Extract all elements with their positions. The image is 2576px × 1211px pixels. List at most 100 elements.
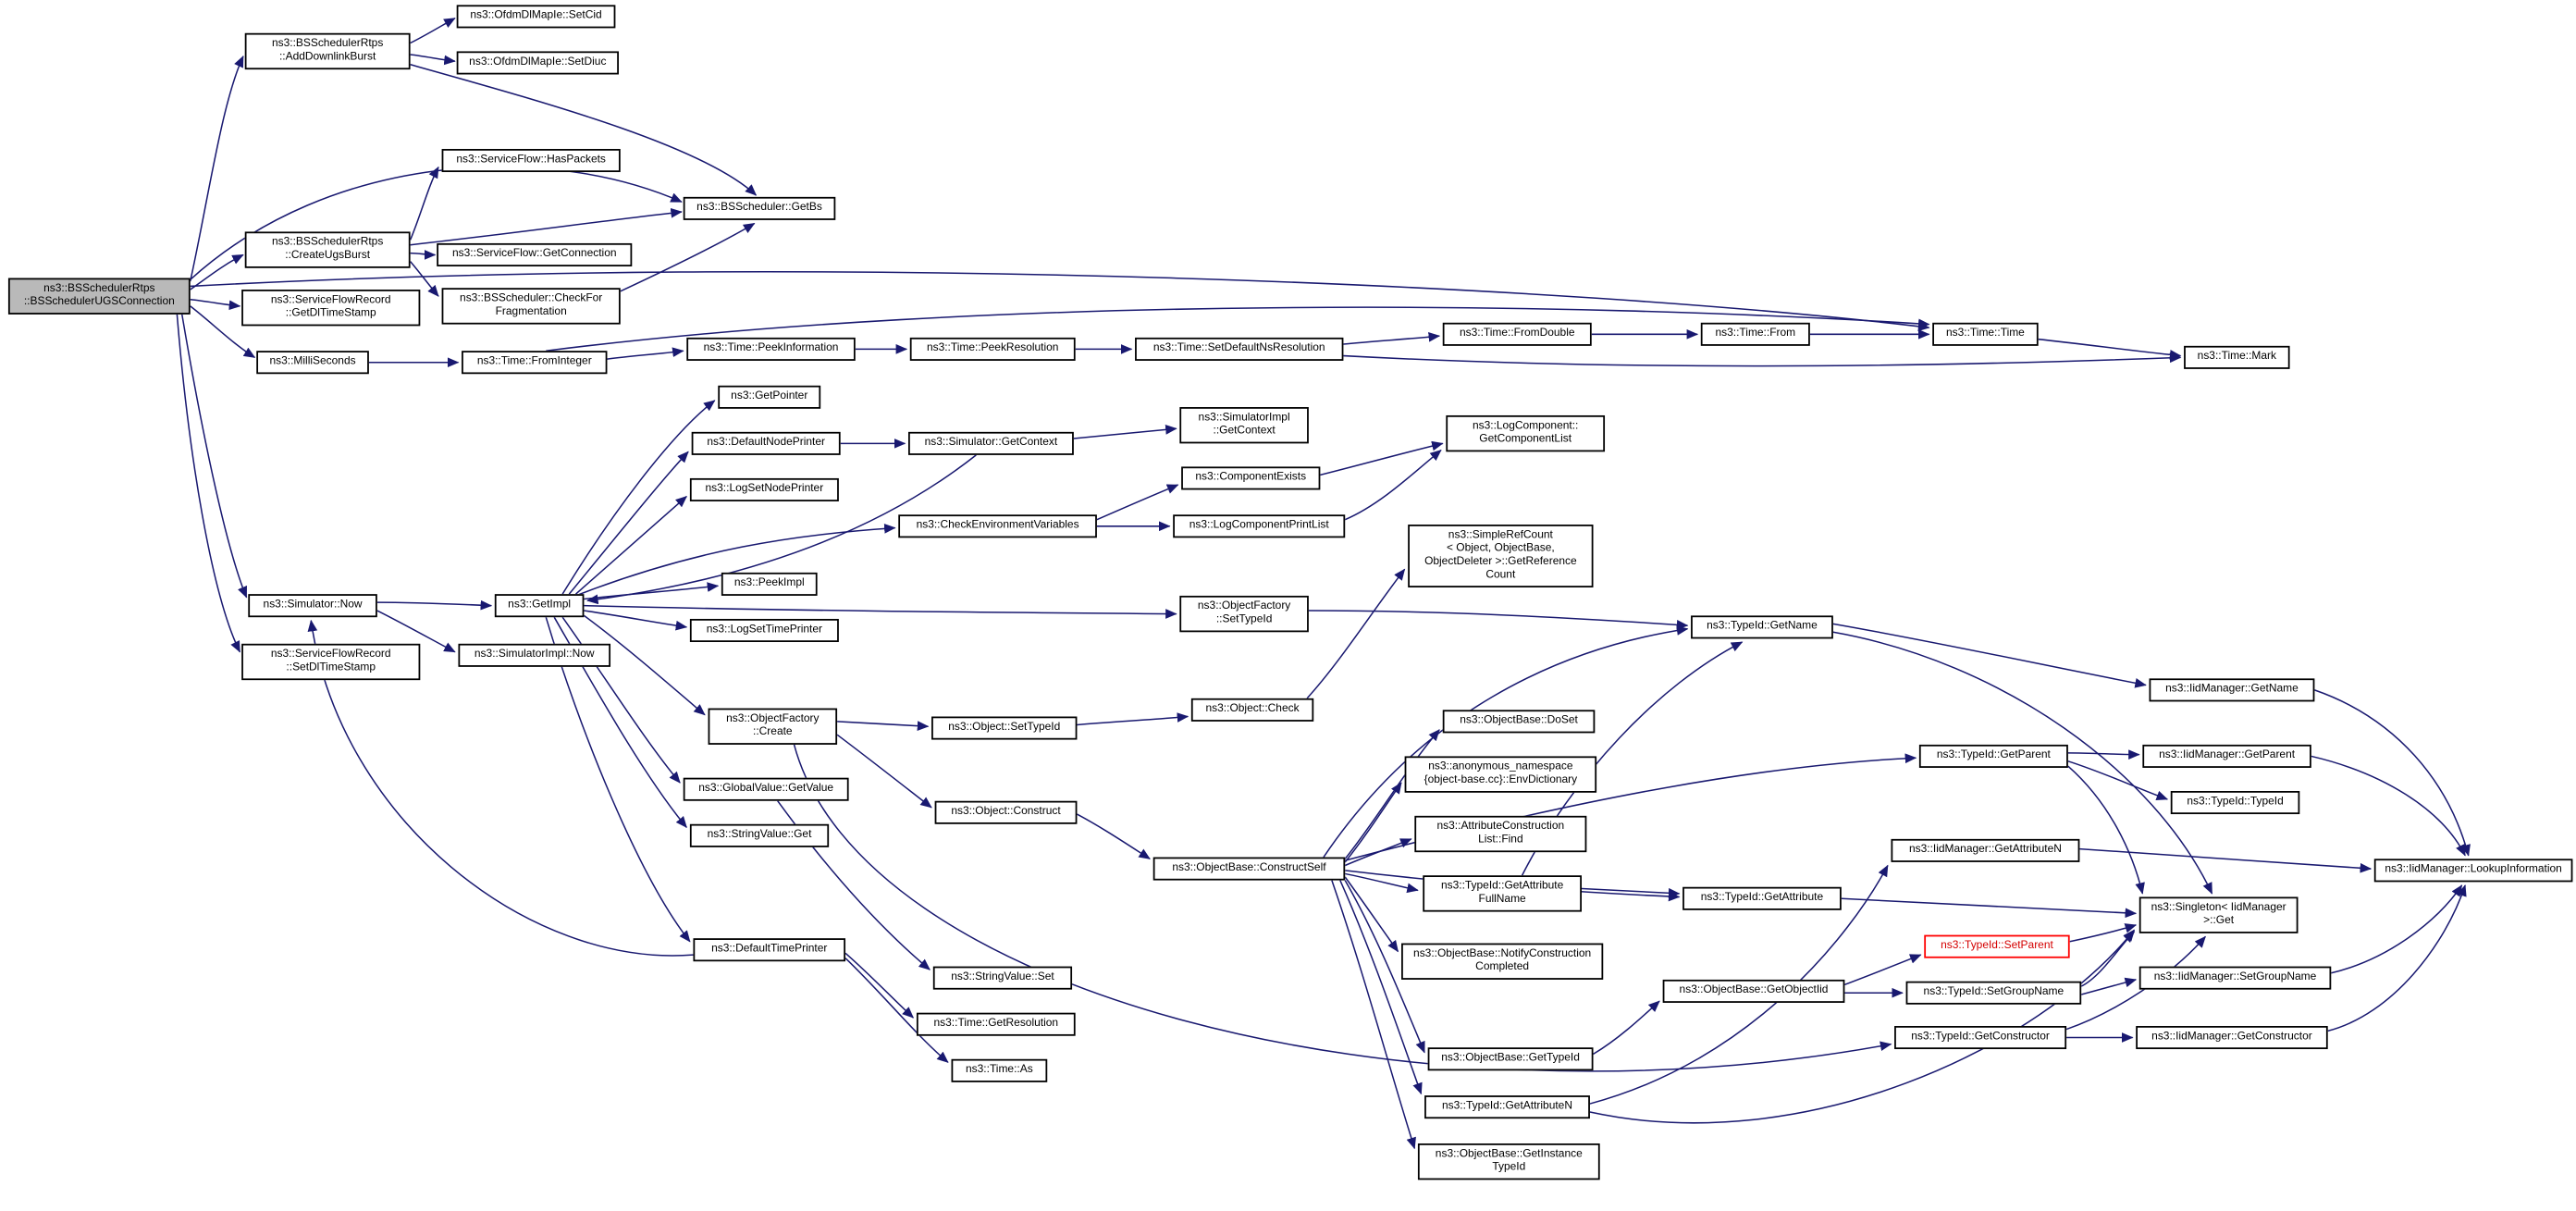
edge: [844, 958, 949, 1063]
node-check-for-fragmentation[interactable]: ns3::BSScheduler::CheckFor Fragmentation: [441, 288, 621, 325]
node-set-parent[interactable]: ns3::TypeId::SetParent: [1924, 934, 2070, 958]
node-global-value-get-value[interactable]: ns3::GlobalValue::GetValue: [683, 777, 849, 801]
node-attribute-construction-list-find[interactable]: ns3::AttributeConstruction List::Find: [1414, 815, 1587, 853]
edge: [586, 454, 977, 605]
node-get-reference-count[interactable]: ns3::SimpleRefCount < Object, ObjectBase…: [1408, 525, 1594, 587]
edge: [620, 222, 756, 292]
node-time-time[interactable]: ns3::Time::Time: [1932, 322, 2039, 346]
edge: [410, 18, 456, 44]
node-type-id-get-parent[interactable]: ns3::TypeId::GetParent: [1918, 744, 2068, 768]
node-add-downlink-burst[interactable]: ns3::BSSchedulerRtps ::AddDownlinkBurst: [244, 32, 411, 70]
node-component-exists[interactable]: ns3::ComponentExists: [1181, 466, 1321, 490]
node-peek-impl[interactable]: ns3::PeekImpl: [721, 572, 818, 596]
node-lookup-information[interactable]: ns3::IidManager::LookupInformation: [2373, 859, 2573, 883]
node-default-time-printer[interactable]: ns3::DefaultTimePrinter: [693, 938, 846, 962]
edge: [574, 496, 687, 595]
node-set-default-ns-resolution[interactable]: ns3::Time::SetDefaultNsResolution: [1135, 337, 1344, 361]
node-object-base-get-type-id[interactable]: ns3::ObjectBase::GetTypeId: [1427, 1047, 1594, 1071]
node-from-integer[interactable]: ns3::Time::FromInteger: [462, 351, 608, 375]
node-type-id-get-constructor[interactable]: ns3::TypeId::GetConstructor: [1894, 1025, 2067, 1050]
edge: [1344, 876, 1399, 953]
node-simulator-get-context[interactable]: ns3::Simulator::GetContext: [907, 431, 1074, 455]
edge: [410, 54, 456, 66]
node-iid-get-constructor[interactable]: ns3::IidManager::GetConstructor: [2136, 1025, 2328, 1050]
edge: [2311, 755, 2466, 857]
node-type-id-get-name[interactable]: ns3::TypeId::GetName: [1691, 615, 1833, 639]
edge: [584, 582, 720, 600]
node-peek-resolution[interactable]: ns3::Time::PeekResolution: [909, 337, 1076, 361]
node-get-connection[interactable]: ns3::ServiceFlow::GetConnection: [437, 242, 633, 266]
edge: [2067, 760, 2169, 800]
node-string-value-set[interactable]: ns3::StringValue::Set: [932, 966, 1073, 990]
node-singleton-get[interactable]: ns3::Singleton< IidManager >::Get: [2138, 896, 2299, 933]
edge: [837, 721, 930, 731]
node-get-instance-type-id[interactable]: ns3::ObjectBase::GetInstance TypeId: [1417, 1143, 1600, 1180]
node-type-id-type-id[interactable]: ns3::TypeId::TypeId: [2170, 790, 2300, 815]
edge: [1844, 954, 1922, 985]
node-object-factory-create[interactable]: ns3::ObjectFactory ::Create: [708, 708, 838, 745]
edge: [793, 744, 1892, 1072]
node-construct-self[interactable]: ns3::ObjectBase::ConstructSelf: [1152, 857, 1346, 881]
edge: [189, 56, 244, 282]
node-object-factory-set-type-id[interactable]: ns3::ObjectFactory ::SetTypeId: [1179, 595, 1309, 633]
edge: [190, 298, 241, 311]
node-peek-information[interactable]: ns3::Time::PeekInformation: [686, 337, 856, 361]
node-object-check[interactable]: ns3::Object::Check: [1190, 698, 1314, 722]
node-iid-set-group-name[interactable]: ns3::IidManager::SetGroupName: [2138, 966, 2332, 990]
node-from-double[interactable]: ns3::Time::FromDouble: [1442, 322, 1592, 346]
node-get-object-iid[interactable]: ns3::ObjectBase::GetObjectIid: [1662, 979, 1845, 1003]
node-time-mark[interactable]: ns3::Time::Mark: [2184, 345, 2290, 369]
node-has-packets[interactable]: ns3::ServiceFlow::HasPackets: [441, 148, 621, 173]
edge: [410, 250, 437, 260]
edge: [2327, 884, 2467, 1032]
node-env-dictionary[interactable]: ns3::anonymous_namespace {object-base.cc…: [1404, 756, 1597, 793]
node-create-ugs-burst[interactable]: ns3::BSSchedulerRtps ::CreateUgsBurst: [244, 231, 411, 268]
edge: [409, 166, 439, 241]
edge: [584, 604, 1177, 619]
node-iid-get-attribute-n[interactable]: ns3::IidManager::GetAttributeN: [1891, 838, 2080, 862]
node-type-id-get-attribute[interactable]: ns3::TypeId::GetAttribute: [1682, 886, 1842, 910]
node-milli-seconds[interactable]: ns3::MilliSeconds: [256, 351, 369, 375]
node-log-set-node-printer[interactable]: ns3::LogSetNodePrinter: [689, 477, 839, 501]
edge: [176, 314, 241, 653]
edge: [1343, 352, 2182, 367]
node-type-id-get-attribute-n[interactable]: ns3::TypeId::GetAttributeN: [1424, 1095, 1590, 1119]
node-simulator-impl-now[interactable]: ns3::SimulatorImpl::Now: [458, 643, 611, 667]
edge: [2065, 935, 2206, 1031]
node-simulator-impl-get-context[interactable]: ns3::SimulatorImpl ::GetContext: [1179, 407, 1309, 444]
node-iid-get-parent[interactable]: ns3::IidManager::GetParent: [2142, 744, 2311, 768]
edge: [307, 619, 694, 957]
node-get-component-list[interactable]: ns3::LogComponent:: GetComponentList: [1446, 414, 1606, 452]
node-set-cid[interactable]: ns3::OfdmDlMapIe::SetCid: [456, 5, 616, 29]
node-set-group-name[interactable]: ns3::TypeId::SetGroupName: [1905, 981, 2082, 1005]
node-default-node-printer[interactable]: ns3::DefaultNodePrinter: [691, 431, 841, 455]
node-get-dl-time-stamp[interactable]: ns3::ServiceFlowRecord ::GetDlTimeStamp: [241, 290, 421, 327]
node-check-environment-variables[interactable]: ns3::CheckEnvironmentVariables: [898, 514, 1097, 538]
node-time-get-resolution[interactable]: ns3::Time::GetResolution: [916, 1012, 1076, 1036]
node-get-impl[interactable]: ns3::GetImpl: [494, 594, 585, 618]
node-set-diuc[interactable]: ns3::OfdmDlMapIe::SetDiuc: [456, 51, 619, 75]
node-simulator-now[interactable]: ns3::Simulator::Now: [248, 594, 377, 618]
edge: [1077, 712, 1189, 726]
edge: [1841, 897, 2138, 919]
edge: [410, 207, 683, 246]
node-string-value-get[interactable]: ns3::StringValue::Get: [689, 823, 830, 847]
node-set-dl-time-stamp[interactable]: ns3::ServiceFlowRecord ::SetDlTimeStamp: [241, 643, 421, 681]
node-bsscheduler-ugs-connection[interactable]: ns3::BSSchedulerRtps ::BSSchedulerUGSCon…: [7, 278, 191, 315]
node-get-pointer[interactable]: ns3::GetPointer: [718, 385, 821, 409]
edge: [1593, 1000, 1660, 1056]
node-object-set-type-id[interactable]: ns3::Object::SetTypeId: [931, 716, 1078, 740]
edge: [181, 314, 248, 599]
node-get-bs[interactable]: ns3::BSScheduler::GetBs: [683, 196, 836, 220]
node-get-attribute-full-name[interactable]: ns3::TypeId::GetAttribute FullName: [1423, 875, 1582, 912]
node-time-as[interactable]: ns3::Time::As: [951, 1058, 1048, 1082]
node-log-set-time-printer[interactable]: ns3::LogSetTimePrinter: [689, 618, 839, 643]
node-log-component-print-list[interactable]: ns3::LogComponentPrintList: [1173, 514, 1346, 538]
node-do-set[interactable]: ns3::ObjectBase::DoSet: [1442, 710, 1596, 734]
node-object-construct[interactable]: ns3::Object::Construct: [934, 800, 1078, 824]
node-iid-get-name[interactable]: ns3::IidManager::GetName: [2149, 678, 2315, 702]
edge: [2067, 749, 2140, 760]
node-notify-construction-completed[interactable]: ns3::ObjectBase::NotifyConstruction Comp…: [1401, 943, 1604, 980]
node-time-from[interactable]: ns3::Time::From: [1700, 322, 1810, 346]
